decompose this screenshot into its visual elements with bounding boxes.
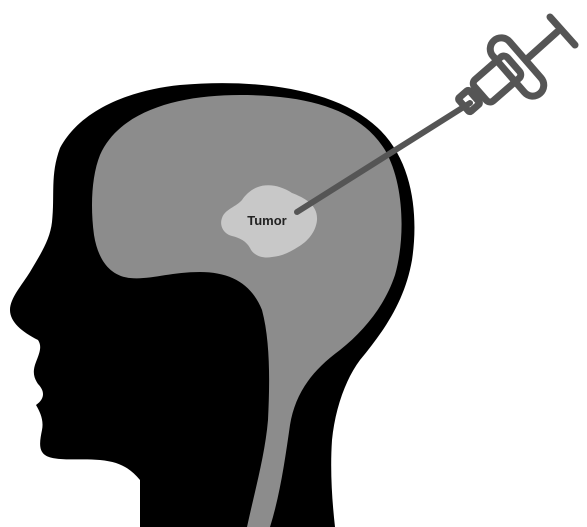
tumor-label: Tumor — [247, 213, 286, 228]
syringe-plunger-rod — [528, 32, 557, 58]
